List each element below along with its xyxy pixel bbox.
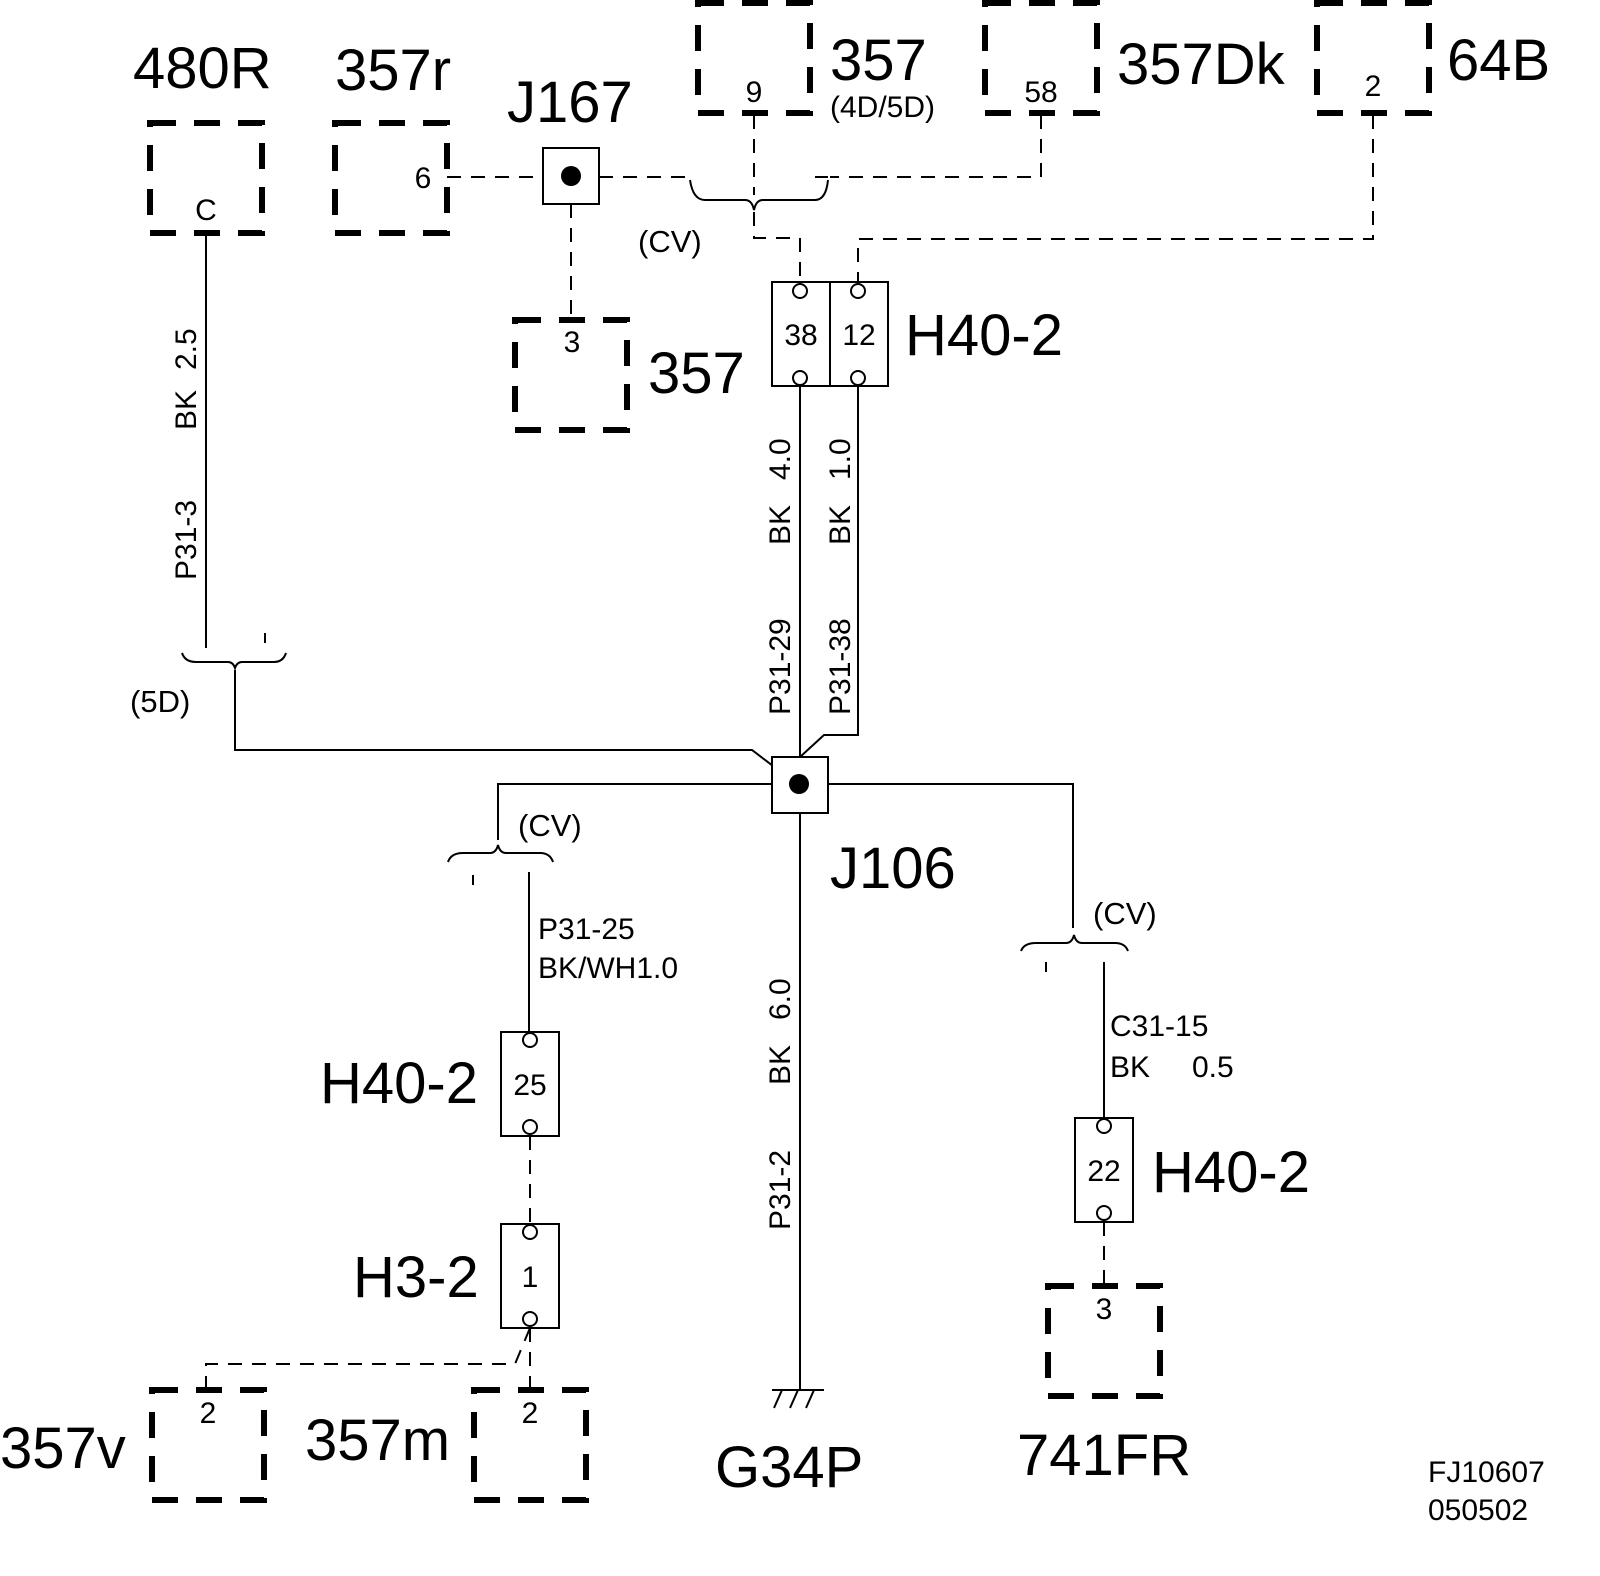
component-357v-label: 357v: [0, 1416, 126, 1481]
wire-357Dk-to-CV: [830, 115, 1042, 178]
ground-G34P-label: G34P: [715, 1435, 863, 1500]
component-357v-box: [149, 1387, 267, 1503]
figure-code: FJ10607: [1428, 1456, 1545, 1489]
terminal-12-out: [850, 370, 866, 386]
component-480R-pin: C: [195, 194, 217, 227]
option-bracket-CV-top: [689, 179, 829, 211]
component-357-top-box: [695, 0, 813, 116]
splice-J106-label: J106: [830, 836, 956, 901]
connector-H40-2-right: [1074, 1117, 1134, 1223]
wire-480R-color: BK: [170, 390, 203, 430]
connector-H3-2-label: H3-2: [353, 1245, 479, 1310]
component-357-mid-box: [512, 317, 630, 433]
component-357m-pin: 2: [522, 1397, 539, 1430]
terminal-1-out: [522, 1311, 538, 1327]
connector-H40-2-top-label: H40-2: [905, 303, 1063, 368]
component-357-top-label: 357: [830, 28, 927, 93]
terminal-12-in: [850, 283, 866, 299]
wire-ground-gauge: 6.0: [764, 978, 797, 1020]
option-bracket-CV-left: [447, 844, 554, 863]
component-64B-label: 64B: [1447, 28, 1550, 93]
wire-H3-to-357v: [205, 1327, 531, 1388]
component-357-top-sublabel: (4D/5D): [830, 91, 935, 124]
component-357-mid-pin: 3: [564, 326, 581, 359]
connector-H40-2-top-pin-12: 12: [842, 319, 875, 352]
component-357r-box: [332, 120, 450, 236]
wire-25-label: BK/WH1.0: [538, 952, 678, 985]
terminal-38-out: [792, 370, 808, 386]
option-CV-left-label: (CV): [518, 808, 582, 843]
wire-12-color: BK: [824, 505, 857, 545]
component-64B-box: [1314, 0, 1432, 116]
option-CV-top-label: (CV): [638, 224, 702, 259]
component-357-top-pin: 9: [746, 76, 763, 109]
connector-H40-2-left-label: H40-2: [320, 1051, 478, 1116]
connector-H40-2-right-pin: 22: [1087, 1155, 1120, 1188]
connector-H40-2-top-pin-38: 38: [784, 319, 817, 352]
wire-480R-gauge: 2.5: [170, 328, 203, 370]
component-357r-label: 357r: [335, 38, 451, 103]
splice-J167-label: J167: [507, 70, 633, 135]
component-357v-pin: 2: [200, 1397, 217, 1430]
ground-hatch-3: [805, 1389, 815, 1409]
wire-25-id: P31-25: [538, 913, 635, 946]
component-357-mid-label: 357: [648, 341, 745, 406]
wire-64B-to-H40-12: [857, 115, 1374, 282]
ground-hatch-2: [789, 1389, 799, 1409]
wire-12: [799, 385, 859, 758]
wire-22-gauge: 0.5: [1192, 1051, 1234, 1084]
component-357Dk-box: [982, 0, 1100, 116]
option-5D-label: (5D): [130, 684, 190, 719]
wire-38-id: P31-29: [764, 618, 797, 715]
terminal-22-out: [1096, 1205, 1112, 1221]
figure-date: 050502: [1428, 1494, 1528, 1527]
wire-CV-to-H40-38: [753, 212, 801, 282]
component-741FR-box: [1045, 1283, 1163, 1399]
component-357Dk-label: 357Dk: [1117, 32, 1286, 97]
component-357r-pin: 6: [415, 162, 432, 195]
connector-H40-2-right-label: H40-2: [1152, 1140, 1310, 1205]
wire-22-color: BK: [1110, 1051, 1150, 1084]
terminal-1-in: [522, 1224, 538, 1240]
wire-12-id: P31-38: [824, 618, 857, 715]
component-741FR-label: 741FR: [1017, 1423, 1191, 1488]
splice-J167-node: [561, 166, 581, 186]
component-480R-label: 480R: [133, 36, 272, 101]
wire-38-color: BK: [764, 505, 797, 545]
terminal-38-in: [792, 283, 808, 299]
component-357m-box: [471, 1387, 589, 1503]
wire-J106-right: [828, 783, 1074, 928]
wire-ground-id: P31-2: [764, 1150, 797, 1230]
connector-H3-2-pin: 1: [522, 1261, 539, 1294]
wire-ground-color: BK: [764, 1045, 797, 1085]
option-CV-right-label: (CV): [1093, 896, 1157, 931]
option-bracket-5D: [181, 652, 287, 672]
ground-hatch-1: [773, 1389, 783, 1409]
connector-H3-2: [500, 1223, 560, 1329]
wire-22-id: C31-15: [1110, 1010, 1208, 1043]
terminal-25-in: [522, 1032, 538, 1048]
wire-480R-id: P31-3: [170, 500, 203, 580]
terminal-25-out: [522, 1119, 538, 1135]
component-357Dk-pin: 58: [1024, 76, 1057, 109]
connector-H40-2-left-pin: 25: [513, 1069, 546, 1102]
option-bracket-CV-right: [1020, 934, 1129, 952]
terminal-22-in: [1096, 1118, 1112, 1134]
wire-38-gauge: 4.0: [764, 438, 797, 480]
component-357m-label: 357m: [305, 1408, 450, 1473]
wire-12-gauge: 1.0: [824, 438, 857, 480]
component-741FR-pin: 3: [1096, 1293, 1113, 1326]
wire-J106-left: [497, 783, 772, 840]
component-64B-pin: 2: [1365, 70, 1382, 103]
wire-5D-to-J106: [234, 670, 799, 786]
splice-J106-node: [789, 774, 809, 794]
